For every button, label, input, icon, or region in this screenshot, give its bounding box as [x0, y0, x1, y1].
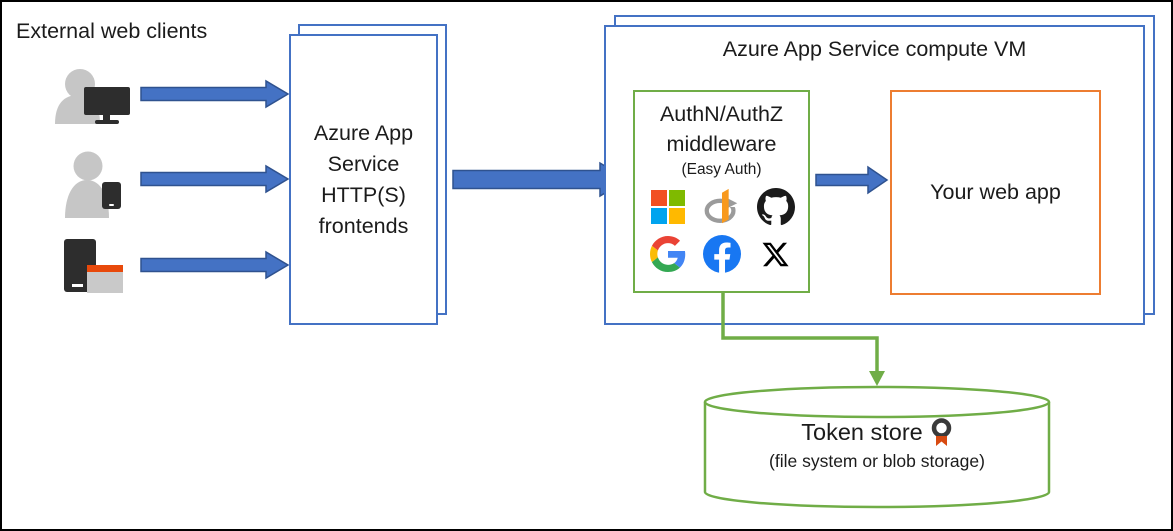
web-app-box: Your web app — [890, 90, 1101, 295]
google-icon — [649, 236, 685, 272]
token-store-title: Token store — [801, 419, 923, 445]
client-arrow-3 — [140, 250, 290, 280]
openid-connect-icon — [704, 188, 738, 224]
auth-middleware-subtitle: (Easy Auth) — [681, 161, 762, 178]
microsoft-icon — [650, 190, 685, 224]
compute-vm-title: Azure App Service compute VM — [722, 37, 1027, 61]
frontends-label: Azure App Service HTTP(S) frontends — [313, 120, 414, 238]
client-arrow-2 — [140, 164, 290, 194]
auth-middleware-title-line2: middleware — [666, 132, 777, 156]
github-icon — [756, 188, 795, 226]
x-twitter-icon — [762, 242, 789, 266]
token-store-cylinder — [703, 385, 1051, 509]
identity-provider-icons — [635, 187, 808, 274]
token-store-subtitle: (file system or blob storage) — [769, 451, 985, 471]
web-app-label: Your web app — [930, 180, 1061, 204]
frontends-box: Azure App Service HTTP(S) frontends — [289, 34, 438, 325]
certificate-badge-icon — [931, 418, 951, 446]
mobile-user-icon — [65, 151, 121, 218]
auth-middleware-box: AuthN/AuthZ middleware (Easy Auth) — [633, 90, 810, 293]
token-store-title-row: Token store — [702, 418, 1052, 447]
desktop-user-icon — [55, 69, 130, 124]
facebook-icon — [702, 235, 741, 273]
client-arrow-1 — [140, 79, 290, 109]
token-store-connector-line — [721, 291, 885, 386]
middleware-to-webapp-arrow — [815, 165, 889, 195]
external-clients-label: External web clients — [16, 19, 208, 43]
server-client-icon — [64, 239, 123, 293]
auth-middleware-title-line1: AuthN/AuthZ — [659, 102, 784, 126]
